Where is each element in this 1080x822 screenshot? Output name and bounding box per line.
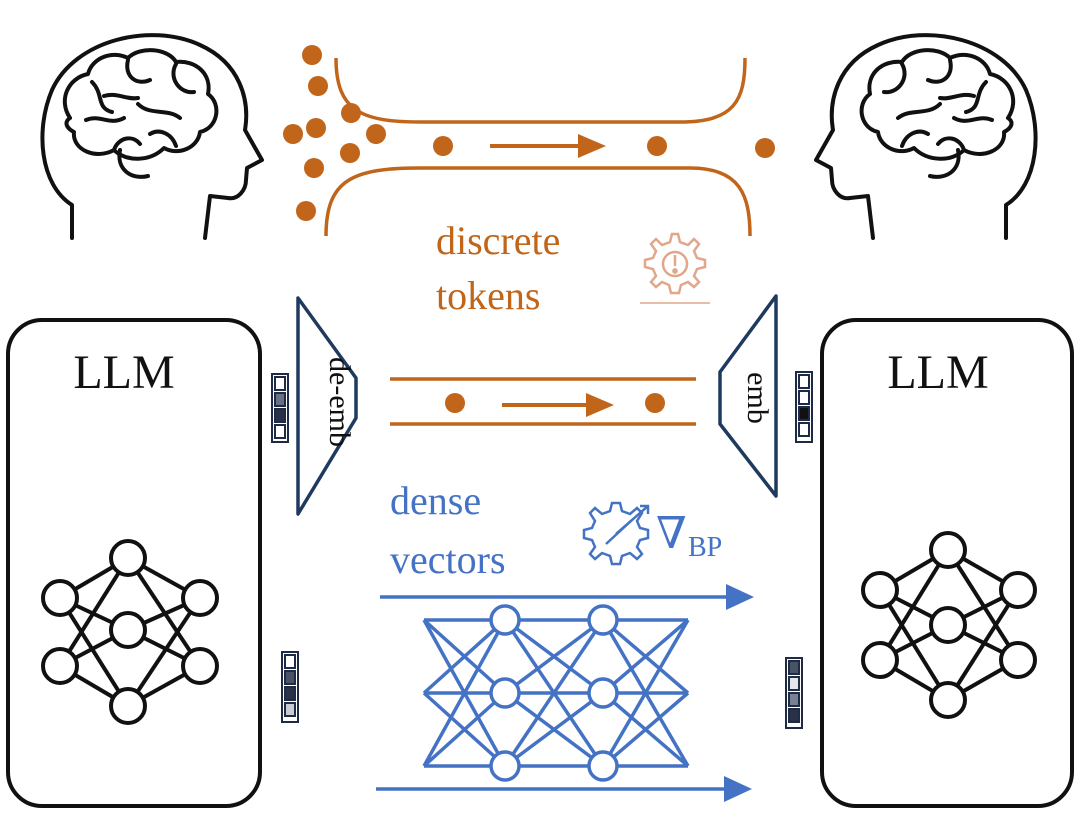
token-channel-middle: [390, 377, 696, 426]
dense-network-nodes: [489, 604, 619, 782]
neural-net-left-icon: [41, 539, 219, 725]
discrete-label-line2: tokens: [436, 273, 540, 318]
de-emb-funnel: [296, 296, 358, 516]
llm-label-right: LLM: [887, 346, 988, 399]
token-scatter: [283, 45, 775, 221]
emb-funnel: [718, 294, 778, 498]
vector-glyph-left-top: [271, 373, 289, 443]
brain-head-right-icon: [814, 33, 1038, 240]
emb-label: emb: [741, 372, 774, 424]
dense-label-line1: dense: [390, 478, 481, 523]
token-arrow-top: [490, 134, 606, 158]
vector-glyph-right-top: [795, 371, 813, 443]
token-channel-top: [324, 57, 752, 237]
llm-box-right: [820, 318, 1074, 808]
vector-glyph-left-bottom: [281, 651, 299, 723]
de-emb-label: de-emb: [323, 357, 356, 447]
dense-network: [422, 618, 690, 768]
discrete-label-line1: discrete: [436, 218, 560, 263]
llm-box-left: [6, 318, 262, 808]
gear-backprop-icon: [582, 501, 650, 566]
brain-head-left-icon: [40, 33, 264, 240]
vector-glyph-right-bottom: [785, 657, 803, 729]
llm-label-left: LLM: [73, 346, 174, 399]
bp-subscript: BP: [688, 532, 722, 563]
gear-alert-icon: [640, 232, 710, 304]
nabla-symbol: ∇: [656, 509, 687, 558]
dense-arrow-bottom: [376, 776, 752, 802]
dense-label-line2: vectors: [390, 537, 506, 582]
dense-arrow-top: [380, 584, 754, 610]
neural-net-right-icon: [861, 531, 1037, 719]
